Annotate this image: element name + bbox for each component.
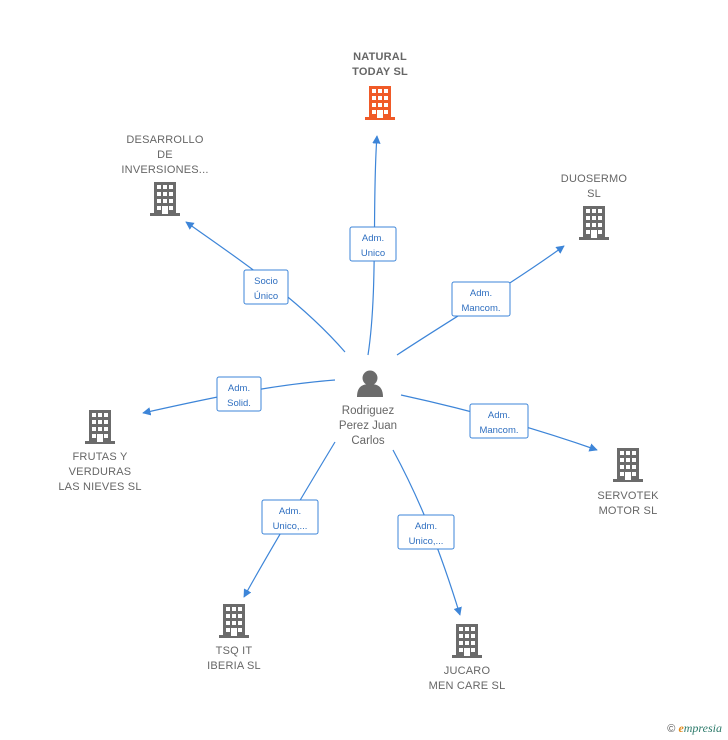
role-text: Único (254, 291, 278, 302)
footer-brand: © empresia (667, 721, 722, 736)
company-name-line: FRUTAS Y (73, 451, 128, 463)
company-name-line: LAS NIEVES SL (58, 481, 141, 493)
building-icon (85, 410, 115, 444)
role-badge-duosermo[interactable]: Adm. Mancom. (451, 281, 511, 317)
company-name-line: INVERSIONES... (121, 164, 208, 176)
role-text: Adm. (279, 506, 301, 517)
person-name-line-3: Carlos (351, 435, 384, 447)
building-icon (150, 182, 180, 216)
role-text: Adm. (488, 410, 510, 421)
company-name-line: SL (587, 188, 601, 200)
role-text: Adm. (362, 233, 384, 244)
company-name-line: NATURAL (353, 51, 407, 63)
copyright-icon: © (667, 723, 676, 735)
company-name-line: VERDURAS (69, 466, 132, 478)
center-person[interactable]: Rodriguez Perez Juan Carlos (339, 370, 397, 448)
company-name-line: TODAY SL (352, 66, 408, 78)
company-node-jucaro[interactable]: JUCARO MEN CARE SL (429, 624, 506, 692)
company-name-line: TSQ IT (216, 645, 253, 657)
brand-name: mpresia (683, 721, 722, 735)
role-text: Unico,... (273, 521, 308, 532)
role-text: Socio (254, 276, 278, 287)
company-name-line: DESARROLLO (126, 134, 203, 146)
building-icon (579, 206, 609, 240)
brand-initial: e (678, 721, 684, 735)
role-text: Mancom. (461, 303, 500, 314)
role-badge-natural[interactable]: Adm. Unico (349, 226, 397, 262)
building-icon (452, 624, 482, 658)
role-text: Adm. (415, 521, 437, 532)
role-text: Unico,... (409, 536, 444, 547)
role-text: Adm. (228, 383, 250, 394)
company-name-line: SERVOTEK (597, 490, 659, 502)
company-name-line: JUCARO (444, 665, 491, 677)
person-name-line-1: Rodriguez (342, 405, 395, 417)
company-name-line: DUOSERMO (561, 173, 628, 185)
building-icon (365, 86, 395, 120)
company-node-frutas[interactable]: FRUTAS Y VERDURAS LAS NIEVES SL (58, 410, 141, 493)
company-node-tsq[interactable]: TSQ IT IBERIA SL (207, 604, 261, 672)
role-text: Unico (361, 248, 385, 259)
role-badge-jucaro[interactable]: Adm. Unico,... (397, 514, 455, 550)
building-icon (613, 448, 643, 482)
company-node-servotek[interactable]: SERVOTEK MOTOR SL (597, 448, 659, 517)
role-badge-tsq[interactable]: Adm. Unico,... (261, 499, 319, 535)
company-node-duosermo[interactable]: DUOSERMO SL (561, 173, 628, 240)
person-icon (357, 370, 383, 397)
company-name-line: IBERIA SL (207, 660, 261, 672)
building-icon (219, 604, 249, 638)
company-name-line: DE (157, 149, 173, 161)
company-name-line: MOTOR SL (599, 505, 658, 517)
role-text: Mancom. (479, 425, 518, 436)
company-node-desarrollo[interactable]: DESARROLLO DE INVERSIONES... (121, 134, 208, 216)
role-badge-servotek[interactable]: Adm. Mancom. (469, 403, 529, 439)
role-text: Solid. (227, 398, 251, 409)
company-node-natural[interactable]: NATURAL TODAY SL (352, 51, 408, 120)
role-badge-frutas[interactable]: Adm. Solid. (216, 376, 262, 412)
role-text: Adm. (470, 288, 492, 299)
company-name-line: MEN CARE SL (429, 680, 506, 692)
person-name-line-2: Perez Juan (339, 420, 397, 432)
